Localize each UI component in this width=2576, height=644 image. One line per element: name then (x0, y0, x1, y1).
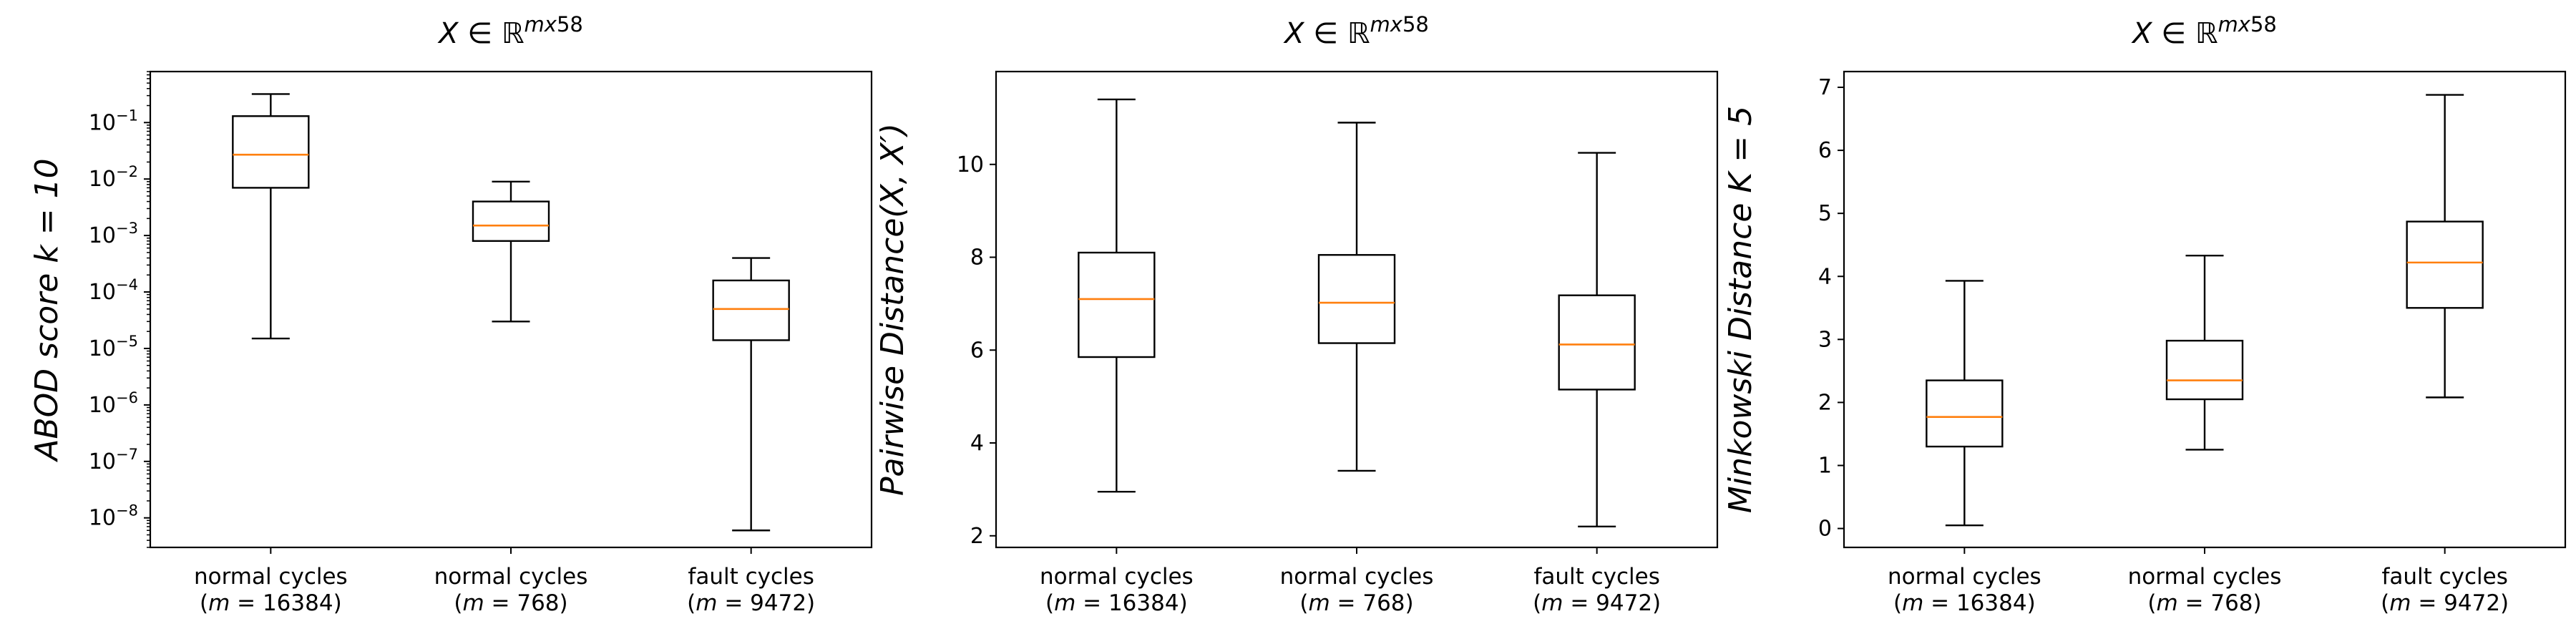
y-tick-label: 2 (970, 524, 984, 549)
box-1 (1078, 98, 1156, 493)
panel-title: X ∈ ℝmx58 (2131, 12, 2277, 50)
x-tick-label-sub: (m = 9472) (2381, 590, 2509, 616)
y-tick-label: 10−1 (89, 107, 138, 135)
y-tick-label: 3 (1818, 327, 1832, 352)
y-tick-label: 2 (1818, 390, 1832, 415)
x-tick-label-sub: (m = 16384) (1893, 590, 2036, 616)
y-axis-label: Minkowski Distance K = 5 (1722, 106, 1759, 513)
x-tick-label-sub: (m = 9472) (687, 590, 815, 616)
x-tick-label: normal cycles (2128, 564, 2282, 590)
y-tick-label: 4 (1818, 264, 1832, 289)
y-tick-label: 10−6 (89, 389, 138, 418)
y-tick-label: 6 (970, 338, 984, 363)
y-tick-label: 0 (1818, 517, 1832, 542)
x-tick-label: normal cycles (194, 564, 348, 590)
x-tick-label: fault cycles (688, 564, 814, 590)
y-tick-label: 6 (1818, 138, 1832, 163)
box-1 (1926, 280, 2004, 527)
iqr-box (232, 115, 310, 189)
y-tick-label: 8 (970, 245, 984, 270)
chart-panel-2: X ∈ ℝmx58 2 4 6 8 10 Pairwise Distance(X, X′) n… (874, 12, 1719, 616)
x-tick-label: fault cycles (2381, 564, 2507, 590)
x-tick-label-sub: (m = 768) (1299, 590, 1413, 616)
y-tick-label: 7 (1818, 75, 1832, 100)
x-tick-label-sub: (m = 768) (2147, 590, 2261, 616)
x-tick-label: normal cycles (434, 564, 588, 590)
box-3 (2406, 94, 2484, 399)
x-tick-label: normal cycles (1280, 564, 1434, 590)
iqr-box (1078, 251, 1156, 358)
x-tick-label: normal cycles (1040, 564, 1194, 590)
iqr-box (2406, 220, 2484, 309)
panel-title: X ∈ ℝmx58 (1283, 12, 1429, 50)
box-1 (232, 93, 310, 340)
chart-panels: X ∈ ℝmx58 10−8 10−7 10−6 10−5 10−4 10−3 10−2 10−… (29, 12, 2567, 616)
y-tick-label: 10−4 (89, 276, 138, 305)
y-tick-label: 10−2 (89, 163, 138, 192)
iqr-box (1317, 254, 1396, 344)
box-2 (472, 180, 550, 323)
box-3 (712, 257, 790, 532)
panel-title: X ∈ ℝmx58 (437, 12, 583, 50)
box-2 (2165, 254, 2244, 451)
chart-panel-1: X ∈ ℝmx58 10−8 10−7 10−6 10−5 10−4 10−3 10−2 10−… (29, 12, 873, 616)
y-axis-label: Pairwise Distance(X, X′) (874, 123, 911, 496)
x-tick-label: normal cycles (1888, 564, 2041, 590)
y-tick-label: 1 (1818, 453, 1832, 478)
y-tick-label: 10−7 (89, 446, 138, 474)
y-tick-label: 5 (1818, 201, 1832, 226)
x-tick-label-sub: (m = 16384) (200, 590, 342, 616)
iqr-box (2165, 339, 2244, 401)
box-3 (1558, 152, 1636, 528)
y-tick-label: 10−3 (89, 220, 138, 248)
y-tick-label: 10−8 (89, 502, 138, 531)
y-tick-label: 4 (970, 431, 984, 456)
iqr-box (1558, 294, 1636, 391)
x-tick-label-sub: (m = 768) (454, 590, 567, 616)
y-tick-label: 10 (957, 152, 984, 177)
iqr-box (1926, 379, 2004, 448)
x-tick-label: fault cycles (1533, 564, 1659, 590)
box-2 (1317, 122, 1396, 472)
y-axis-label: ABOD score k = 10 (29, 158, 65, 462)
y-tick-label: 10−5 (89, 333, 138, 361)
x-tick-label-sub: (m = 16384) (1045, 590, 1188, 616)
iqr-box (712, 279, 790, 341)
x-tick-label-sub: (m = 9472) (1533, 590, 1661, 616)
iqr-box (472, 200, 550, 242)
